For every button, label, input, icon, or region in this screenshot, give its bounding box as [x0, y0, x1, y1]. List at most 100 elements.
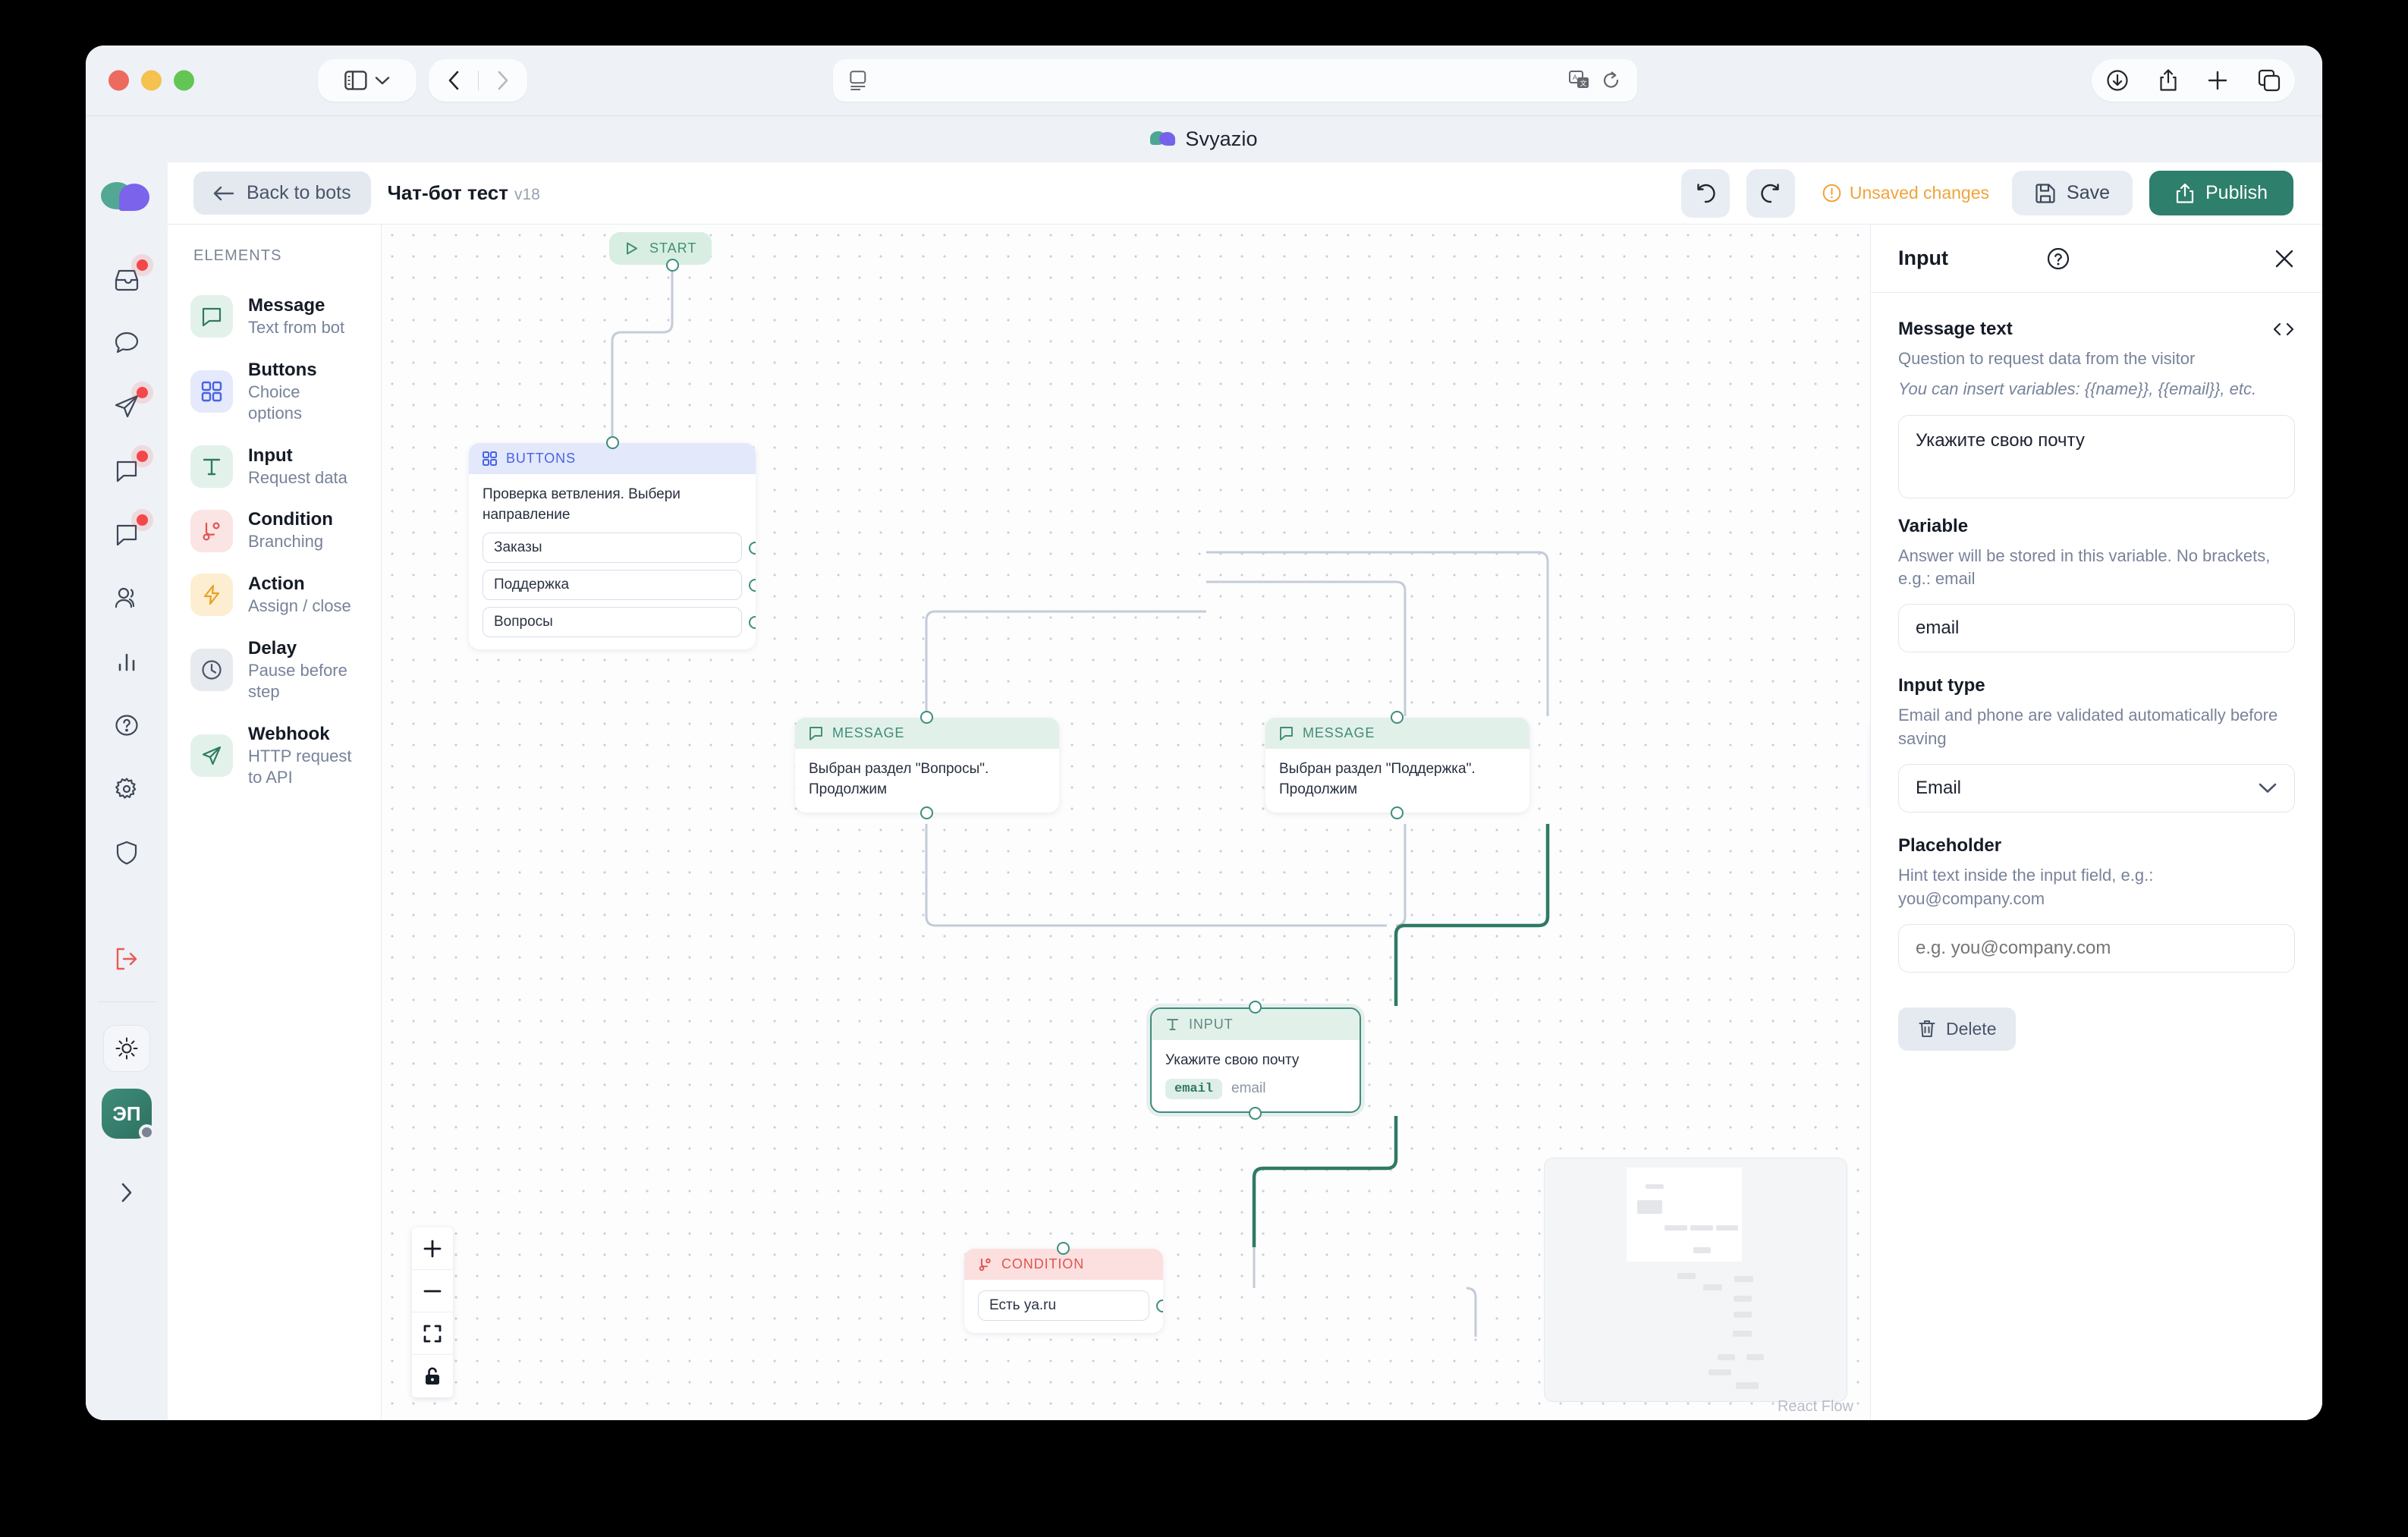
buttons-node-option[interactable]: Поддержка: [483, 569, 756, 600]
back-button[interactable]: [429, 71, 478, 90]
rail-item-inbox[interactable]: [98, 247, 156, 311]
node-buttons[interactable]: BUTTONS Проверка ветвления. Выбери напра…: [469, 436, 756, 649]
palette-item-input[interactable]: Input Request data: [168, 435, 381, 499]
palette-item-title: Action: [248, 573, 305, 594]
palette-item-message[interactable]: Message Text from bot: [168, 284, 381, 349]
fit-view-button[interactable]: [412, 1312, 453, 1355]
minimap-node: [1637, 1200, 1662, 1214]
minimize-window-button[interactable]: [141, 70, 162, 91]
node-handle-target[interactable]: [920, 711, 933, 724]
publish-button[interactable]: Publish: [2149, 171, 2293, 215]
new-tab-icon[interactable]: [2207, 70, 2228, 91]
palette-item-buttons[interactable]: Buttons Choice options: [168, 349, 381, 435]
rail-item-settings[interactable]: [98, 757, 156, 821]
delete-label: Delete: [1946, 1018, 1997, 1039]
forward-button[interactable]: [479, 71, 527, 90]
tab-overview-icon[interactable]: [2258, 69, 2281, 92]
svg-text:文: 文: [1580, 79, 1587, 87]
share-icon[interactable]: [2158, 68, 2178, 93]
downloads-icon[interactable]: [2106, 69, 2129, 92]
buttons-node-option[interactable]: Вопросы: [483, 606, 756, 637]
node-start[interactable]: START: [609, 232, 712, 272]
minimap-node: [1690, 1225, 1713, 1231]
node-message-support[interactable]: MESSAGE Выбран раздел "Поддержка". Продо…: [1265, 711, 1529, 819]
svyazio-logo[interactable]: [101, 179, 152, 218]
node-handle-target[interactable]: [1249, 1001, 1262, 1014]
zoom-window-button[interactable]: [174, 70, 194, 91]
node-input[interactable]: INPUT Укажите свою почту email email: [1150, 1001, 1361, 1120]
palette-item-delay[interactable]: Delay Pause before step: [168, 627, 381, 713]
expand-rail-button[interactable]: [103, 1169, 150, 1216]
back-to-bots-button[interactable]: Back to bots: [193, 171, 371, 215]
redo-button[interactable]: [1746, 168, 1795, 218]
flow-edges: [611, 266, 1550, 1337]
node-condition[interactable]: CONDITION Есть ya.ru: [964, 1242, 1163, 1333]
zoom-out-button[interactable]: [412, 1270, 453, 1312]
rail-item-contacts[interactable]: [98, 566, 156, 630]
rail-item-chats[interactable]: [98, 311, 156, 375]
close-icon[interactable]: [2274, 248, 2295, 269]
node-handle-source[interactable]: [749, 578, 756, 592]
node-handle-source[interactable]: [1391, 806, 1404, 819]
node-handle-source[interactable]: [749, 541, 756, 555]
start-node-body: START: [609, 232, 712, 265]
flow-canvas[interactable]: START: [382, 225, 1870, 1420]
minimap-viewport[interactable]: [1627, 1168, 1742, 1262]
react-flow-attribution[interactable]: React Flow: [1777, 1398, 1853, 1415]
close-window-button[interactable]: [108, 70, 129, 91]
avatar[interactable]: ЭП: [102, 1089, 155, 1140]
canvas-minimap[interactable]: [1544, 1158, 1847, 1402]
reload-icon[interactable]: [1602, 71, 1621, 90]
code-brackets-icon[interactable]: [2272, 322, 2295, 337]
node-handle-source[interactable]: [666, 259, 679, 272]
rail-item-broadcast[interactable]: [98, 375, 156, 438]
node-handle-source[interactable]: [1249, 1106, 1262, 1120]
message-text-input[interactable]: [1898, 414, 2295, 498]
rail-item-security[interactable]: [98, 821, 156, 885]
rail-item-messages-alt[interactable]: [98, 502, 156, 566]
rail-item-analytics[interactable]: [98, 630, 156, 693]
delete-node-button[interactable]: Delete: [1898, 1007, 2017, 1051]
message-node-card: MESSAGE Выбран раздел "Поддержка". Продо…: [1265, 718, 1529, 813]
condition-node-rule[interactable]: Есть ya.ru: [978, 1290, 1163, 1321]
rail-item-messages[interactable]: [98, 438, 156, 502]
node-handle-target[interactable]: [1057, 1242, 1070, 1255]
address-bar[interactable]: A 文: [833, 59, 1637, 102]
node-handle-target[interactable]: [1391, 711, 1404, 724]
buttons-node-option[interactable]: Заказы: [483, 532, 756, 563]
branch-icon: [190, 509, 233, 552]
active-tab-title[interactable]: Svyazio: [1185, 127, 1258, 150]
node-handle-target[interactable]: [606, 436, 619, 449]
node-handle-source[interactable]: [749, 615, 756, 629]
rail-item-help[interactable]: [98, 693, 156, 757]
minimap-node: [1677, 1273, 1696, 1279]
svyazio-favicon: [1150, 130, 1176, 149]
sidebar-toggle-button[interactable]: [318, 59, 417, 102]
text-input-icon: [1165, 1017, 1180, 1032]
help-circle-icon[interactable]: [2047, 247, 2070, 270]
nav-rail: ЭП: [86, 162, 168, 1420]
save-button[interactable]: Save: [2012, 171, 2133, 215]
input-type-select[interactable]: [1898, 764, 2295, 813]
lock-canvas-button[interactable]: [412, 1355, 453, 1397]
input-type-value[interactable]: [1898, 764, 2295, 813]
forward-icon: [497, 71, 509, 90]
node-handle-source[interactable]: [1156, 1300, 1163, 1312]
input-node-body: Укажите свою почту email email: [1152, 1040, 1360, 1111]
node-message-questions[interactable]: MESSAGE Выбран раздел "Вопросы". Продолж…: [795, 711, 1059, 819]
variable-input[interactable]: [1898, 604, 2295, 653]
node-handle-source[interactable]: [920, 806, 933, 819]
translate-icon[interactable]: A 文: [1569, 71, 1590, 90]
zoom-in-button[interactable]: [412, 1227, 453, 1270]
undo-button[interactable]: [1680, 168, 1730, 218]
palette-item-title: Buttons: [248, 359, 317, 380]
placeholder-input[interactable]: [1898, 923, 2295, 973]
reader-icon[interactable]: [850, 71, 866, 90]
rail-item-logout[interactable]: [98, 927, 156, 991]
palette-item-action[interactable]: Action Assign / close: [168, 563, 381, 627]
palette-item-condition[interactable]: Condition Branching: [168, 498, 381, 563]
theme-toggle-button[interactable]: [103, 1025, 150, 1072]
elements-palette: ELEMENTS Message Text from bot: [168, 225, 382, 1420]
message-text-hint-variables: You can insert variables: {{name}}, {{em…: [1898, 379, 2257, 399]
palette-item-webhook[interactable]: Webhook HTTP request to API: [168, 713, 381, 799]
